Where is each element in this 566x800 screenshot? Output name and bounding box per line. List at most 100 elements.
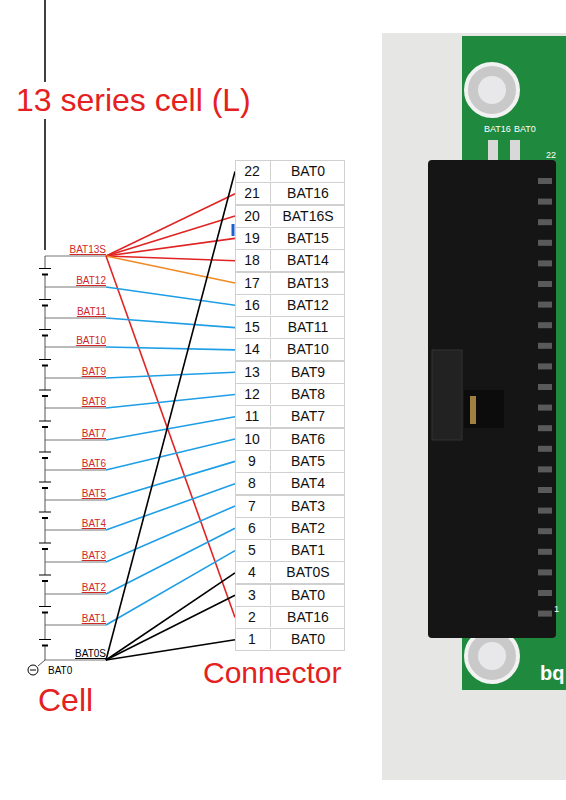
connector-row: 11BAT7 — [235, 405, 345, 428]
tap-name: BAT6 — [82, 458, 106, 469]
cell-wire — [45, 336, 46, 348]
cell-wire — [45, 306, 46, 319]
tap-wire — [45, 594, 106, 595]
connector-pin — [470, 396, 476, 424]
tap-wire — [45, 347, 106, 348]
cell-plate-negative — [42, 548, 48, 550]
wire — [106, 216, 235, 256]
cell-wire — [45, 275, 46, 288]
pin-number: 1 — [236, 629, 268, 649]
pin-number: 10 — [236, 429, 268, 449]
connector-row: 15BAT11 — [235, 316, 345, 339]
pin-number: 6 — [236, 518, 268, 538]
pin-slot — [538, 219, 552, 225]
title: 13 series cell (L) — [14, 82, 253, 119]
wire — [106, 347, 235, 350]
pin-number: 20 — [236, 206, 268, 226]
tap-name: BAT2 — [82, 582, 106, 593]
pin-name: BAT13 — [270, 273, 345, 293]
cell-wire — [45, 518, 46, 530]
wire — [106, 256, 235, 618]
pin-slot — [538, 281, 552, 287]
tap-name: BAT5 — [82, 488, 106, 499]
tap-label: BAT12 — [76, 275, 106, 286]
tap-name: BAT4 — [82, 518, 106, 529]
tap-wire — [45, 256, 106, 257]
wire — [106, 506, 235, 562]
connector-row: 20BAT16S — [235, 205, 345, 228]
pin-number: 15 — [236, 317, 268, 337]
wire — [106, 461, 235, 500]
pin-slot — [538, 178, 552, 184]
pin-slot — [538, 528, 552, 534]
pin-number: 19 — [236, 228, 268, 248]
cell-plate-negative — [42, 335, 48, 337]
cell-wire — [45, 347, 46, 360]
connector-latch — [464, 390, 504, 428]
pin-slot — [538, 487, 552, 493]
pin-slot — [538, 405, 552, 411]
pin-name: BAT7 — [270, 406, 345, 426]
tap-label: BAT7 — [82, 428, 106, 439]
pin-slot — [538, 508, 552, 514]
cell-wire — [45, 500, 46, 512]
pin-slot — [538, 199, 552, 205]
cell-plate-positive — [39, 543, 51, 544]
silkscreen-pin: 1 — [554, 604, 559, 614]
tap-label: BAT13S — [70, 244, 107, 255]
cell-wire — [45, 470, 46, 482]
tap-name: BAT12 — [76, 275, 106, 286]
pin-number: 8 — [236, 473, 268, 493]
tap-name: BAT7 — [82, 428, 106, 439]
pin-name: BAT6 — [270, 429, 345, 449]
pin-number: 17 — [236, 273, 268, 293]
leader-line — [44, 0, 46, 250]
mounting-screw — [478, 642, 506, 670]
connector-row: 17BAT13 — [235, 272, 345, 295]
mounting-hole — [466, 64, 518, 116]
tap-name: BAT9 — [82, 366, 106, 377]
pin-slot — [538, 260, 552, 266]
cell-wire — [45, 562, 46, 575]
pin-name: BAT0S — [270, 562, 345, 582]
connector-row: 22BAT0 — [235, 160, 345, 183]
cell-plate-negative — [42, 580, 48, 582]
cell-plate-positive — [39, 299, 51, 300]
tap-name: BAT13S — [70, 244, 107, 255]
pin-number: 12 — [236, 384, 268, 404]
pin-slot — [538, 302, 552, 308]
ribbon-connector — [428, 160, 556, 638]
cell-wire — [45, 366, 46, 379]
tap-wire — [45, 562, 106, 563]
pin-slot — [538, 549, 552, 555]
cell-plate-negative — [42, 305, 48, 307]
pin-number: 5 — [236, 540, 268, 560]
cell-plate-positive — [39, 606, 51, 607]
connector-row: 21BAT16 — [235, 182, 345, 205]
wire — [106, 318, 235, 328]
silkscreen-label: BAT16 — [484, 124, 511, 134]
tap-label: BAT1 — [82, 613, 106, 624]
pin-slot — [538, 240, 552, 246]
pin-number: 18 — [236, 250, 268, 270]
tap-name: BAT11 — [77, 306, 106, 317]
pin-name: BAT14 — [270, 250, 345, 270]
connector-pins — [538, 178, 552, 617]
tap-label: BAT6 — [82, 458, 106, 469]
tap-label: BAT5 — [82, 488, 106, 499]
cell-plate-negative — [42, 274, 48, 276]
cell-plate-negative — [42, 645, 48, 647]
pin-number: 3 — [236, 585, 268, 605]
pin-slot — [538, 611, 552, 617]
negative-sign — [30, 670, 36, 671]
connector-row: 16BAT12 — [235, 294, 345, 317]
pin-number: 21 — [236, 183, 268, 203]
cell-plate-positive — [39, 329, 51, 330]
connector-row: 5BAT1 — [235, 539, 345, 562]
tap-wire — [45, 440, 106, 441]
wire — [106, 256, 235, 283]
connector-row: 2BAT16 — [235, 606, 345, 629]
cell-wire — [45, 396, 46, 408]
wire — [106, 417, 235, 440]
cell-plate-positive — [39, 359, 51, 360]
